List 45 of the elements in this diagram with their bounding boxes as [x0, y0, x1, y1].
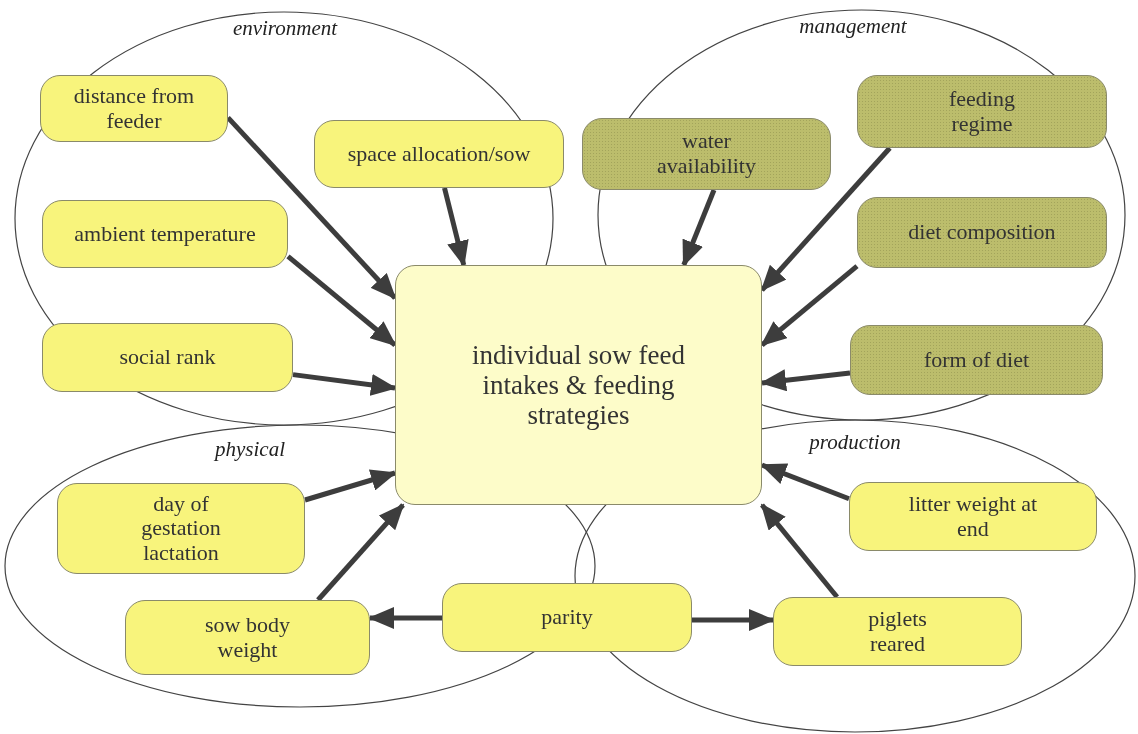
factor-box	[42, 200, 288, 268]
factor-box	[773, 597, 1022, 666]
arrow	[760, 264, 859, 347]
box-label: water availability	[656, 129, 757, 179]
arrow	[316, 503, 405, 602]
arrow	[304, 469, 397, 503]
group-label: management	[799, 14, 907, 39]
arrow	[442, 187, 469, 267]
central-outcome-box	[395, 265, 762, 505]
factor-box	[442, 583, 692, 652]
group-label: environment	[232, 16, 338, 41]
box-label: social rank	[118, 345, 217, 370]
factor-box	[40, 75, 228, 142]
arrow	[681, 189, 717, 267]
box-label: piglets reared	[867, 606, 928, 657]
factor-box	[849, 482, 1097, 551]
box-label: diet composition	[907, 220, 1057, 245]
management-box	[850, 325, 1103, 395]
management-box	[857, 75, 1107, 148]
arrow	[760, 462, 850, 502]
box-label: space allocation/sow	[346, 141, 532, 167]
management-box	[582, 118, 831, 190]
box-label: distance from feeder	[72, 83, 196, 134]
arrow	[286, 254, 397, 347]
arrow	[226, 115, 397, 300]
box-label: litter weight at end	[907, 491, 1039, 542]
box-label: sow body weight	[204, 612, 291, 663]
management-box	[857, 197, 1107, 268]
arrow	[760, 369, 851, 392]
group-label: physical	[215, 437, 285, 462]
box-label: ambient temperature	[73, 221, 257, 247]
box-label: form of diet	[922, 347, 1031, 373]
arrow	[760, 146, 892, 292]
arrow	[692, 609, 775, 631]
box-label: day of gestation lactation	[140, 491, 222, 566]
arrow	[368, 607, 442, 629]
factor-box	[125, 600, 370, 675]
box-label: parity	[540, 605, 594, 630]
group-label: production	[809, 430, 901, 455]
factor-box	[57, 483, 305, 574]
arrow	[292, 372, 397, 396]
factor-box	[42, 323, 293, 392]
arrow	[760, 503, 839, 599]
box-label: individual sow feed intakes & feeding strategies	[471, 339, 686, 431]
box-label: feeding regime	[948, 86, 1016, 137]
